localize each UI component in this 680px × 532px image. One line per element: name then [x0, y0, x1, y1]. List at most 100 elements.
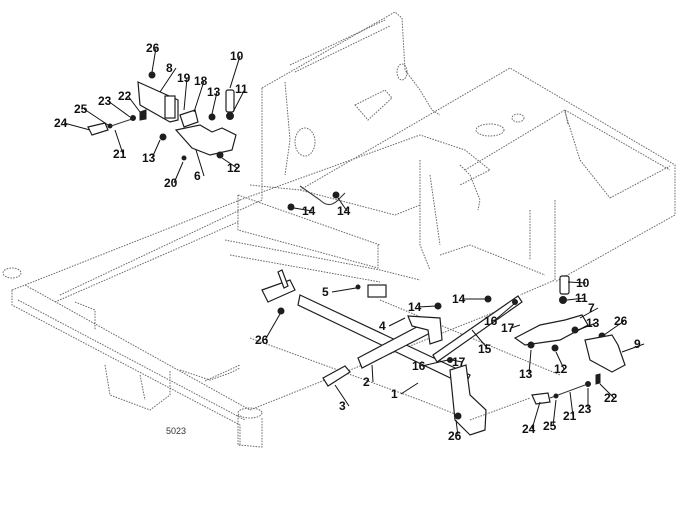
- callout-number: 21: [113, 147, 127, 161]
- callout-leader-line: [417, 305, 437, 308]
- callout-number: 14: [452, 292, 466, 306]
- callout-number: 10: [576, 276, 590, 290]
- callout-leader-line: [264, 313, 281, 341]
- callout-number: 2: [363, 375, 370, 389]
- callout-number: 22: [604, 391, 618, 405]
- callout-5: 5: [322, 285, 357, 299]
- callout-number: 1: [391, 387, 398, 401]
- callout-leader-line: [531, 401, 541, 430]
- callout-leader-line: [566, 297, 586, 301]
- bolt-13d: [527, 341, 535, 349]
- callout-7: 7: [579, 301, 599, 319]
- callout-number: 14: [302, 204, 316, 218]
- callout-21: 21: [563, 391, 577, 423]
- callout-leader-line: [221, 157, 238, 169]
- nut-12b: [551, 344, 559, 352]
- callout-leader-line: [493, 303, 515, 322]
- callout-number: 17: [452, 355, 466, 369]
- callout-25: 25: [543, 399, 557, 433]
- callout-leader-line: [421, 359, 449, 367]
- callout-22: 22: [118, 89, 141, 113]
- callout-leader-line: [579, 307, 599, 319]
- callout-leader-line: [195, 149, 205, 177]
- callout-13: 13: [577, 316, 600, 331]
- callout-8: 8: [159, 61, 177, 93]
- callout-leader-line: [334, 384, 350, 407]
- shaft-1: [297, 294, 471, 386]
- pin-10a: [225, 89, 235, 113]
- callout-number: 9: [634, 337, 641, 351]
- callout-number: 10: [230, 49, 244, 63]
- left-control-bracket-assembly: [87, 71, 237, 161]
- callout-leader-line: [151, 47, 157, 73]
- callout-13: 13: [142, 139, 161, 165]
- callout-23: 23: [98, 94, 131, 118]
- bellcrank-4: [407, 315, 443, 345]
- callout-14: 14: [452, 292, 486, 306]
- callout-number: 23: [578, 402, 592, 416]
- callout-14: 14: [337, 197, 351, 218]
- spring-22b: [595, 373, 601, 385]
- nut-14b: [332, 191, 340, 199]
- callout-leader-line: [232, 88, 246, 113]
- callout-25: 25: [74, 102, 109, 126]
- callout-22: 22: [599, 383, 618, 405]
- callout-number: 24: [522, 422, 536, 436]
- spring-22a: [139, 109, 147, 121]
- chassis-body: [237, 11, 676, 296]
- arm-6: [174, 124, 237, 156]
- nut-26c: [454, 412, 462, 420]
- nut-14a: [287, 203, 295, 211]
- callout-leader-line: [577, 322, 597, 331]
- callout-6: 6: [194, 149, 205, 183]
- pad-3: [322, 365, 351, 387]
- callout-number: 16: [484, 314, 498, 328]
- washer-11b: [559, 296, 567, 304]
- bolt-13c: [571, 326, 579, 334]
- callout-10: 10: [229, 49, 244, 89]
- pin-10b: [559, 275, 570, 295]
- callout-12: 12: [554, 351, 568, 376]
- callout-13: 13: [207, 85, 221, 115]
- figure-code: 5023: [166, 426, 186, 436]
- callout-number: 13: [142, 151, 156, 165]
- right-control-bracket-assembly: [469, 275, 626, 421]
- callout-20: 20: [164, 161, 184, 190]
- callout-23: 23: [578, 388, 592, 416]
- callout-number: 26: [614, 314, 628, 328]
- screw-20: [181, 155, 187, 161]
- callout-26: 26: [255, 313, 281, 347]
- callout-leader-line: [567, 281, 587, 284]
- callout-10: 10: [567, 276, 590, 290]
- callout-26: 26: [448, 419, 462, 443]
- callout-leader-line: [114, 129, 124, 155]
- callout-15: 15: [471, 329, 492, 356]
- callout-leader-line: [159, 67, 177, 93]
- callout-16: 16: [484, 303, 515, 328]
- bolt-13a: [208, 113, 216, 121]
- callout-leader-line: [555, 351, 565, 370]
- callout-11: 11: [232, 82, 248, 113]
- rod-15: [432, 295, 523, 363]
- callout-26: 26: [146, 41, 160, 73]
- callout-leader-line: [183, 77, 188, 111]
- callout-leader-line: [151, 139, 161, 159]
- screw-5: [355, 284, 361, 290]
- callout-number: 25: [543, 419, 557, 433]
- front-linkage: [261, 191, 523, 436]
- callout-number: 25: [74, 102, 88, 116]
- callout-leader-line: [621, 343, 645, 353]
- callout-leader-line: [528, 349, 532, 375]
- callout-number: 6: [194, 169, 201, 183]
- callout-24: 24: [522, 401, 541, 436]
- washer-23a: [130, 115, 136, 121]
- nut-12a: [216, 151, 224, 159]
- callout-leader-line: [471, 329, 489, 350]
- nut-26a: [148, 71, 156, 79]
- callout-number: 17: [501, 321, 515, 335]
- mount-5: [367, 284, 387, 298]
- callout-number: 3: [339, 399, 346, 413]
- callout-number: 7: [588, 301, 595, 315]
- callout-number: 15: [478, 342, 492, 356]
